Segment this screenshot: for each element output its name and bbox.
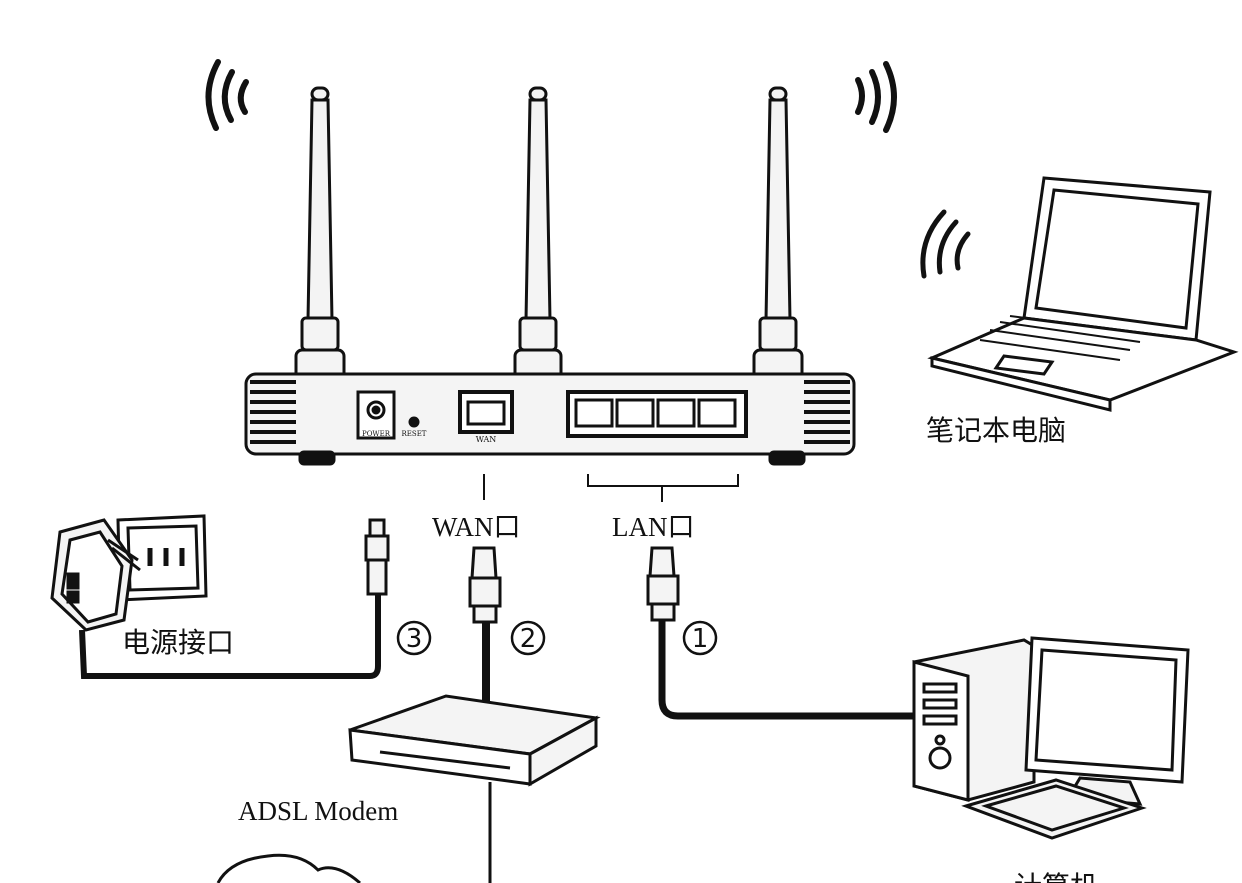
desktop-computer-icon	[912, 636, 1190, 840]
reset-text: RESET	[402, 430, 427, 438]
reset-button-icon	[408, 416, 420, 428]
power-port-label: 电源接口	[122, 626, 234, 659]
lan-port-1	[574, 398, 614, 428]
wifi-signal-right-icon	[855, 61, 897, 133]
laptop-icon	[927, 176, 1239, 412]
wifi-signal-left-icon	[205, 59, 249, 131]
svg-text:1: 1	[692, 624, 709, 654]
lan-port-label: LAN口	[612, 512, 695, 542]
svg-text:3: 3	[406, 624, 423, 654]
wireless-router-icon: POWER RESET WAN	[244, 86, 856, 466]
dc-plug-icon	[364, 518, 390, 596]
router-grille-left	[250, 380, 296, 444]
lan-cable	[658, 620, 924, 720]
svg-text:2: 2	[520, 624, 537, 654]
adsl-modem-icon	[348, 694, 601, 787]
rj45-plug-lan-icon	[646, 546, 680, 622]
modem-label: ADSL Modem	[238, 796, 398, 826]
wan-small-text: WAN	[476, 435, 497, 444]
wifi-signal-laptop-icon	[920, 209, 971, 279]
port-leader-lines	[483, 474, 739, 502]
lan-port-4	[697, 398, 737, 428]
step-2-marker: 2	[510, 620, 546, 656]
rj45-plug-wan-icon	[468, 546, 502, 624]
lan-port-3	[656, 398, 696, 428]
laptop-label: 笔记本电脑	[926, 414, 1066, 447]
wall-socket-icon	[116, 514, 208, 602]
computer-label: 计算机	[1014, 870, 1098, 883]
wan-port-label: WAN口	[432, 512, 521, 542]
power-cable	[79, 594, 381, 679]
lan-port-2	[615, 398, 655, 428]
cloud-icon	[216, 853, 361, 883]
router-grille-right	[804, 380, 850, 444]
power-text: POWER	[362, 430, 391, 438]
power-adapter-icon	[50, 518, 141, 632]
step-1-marker: 1	[682, 620, 718, 656]
step-3-marker: 3	[396, 620, 432, 656]
